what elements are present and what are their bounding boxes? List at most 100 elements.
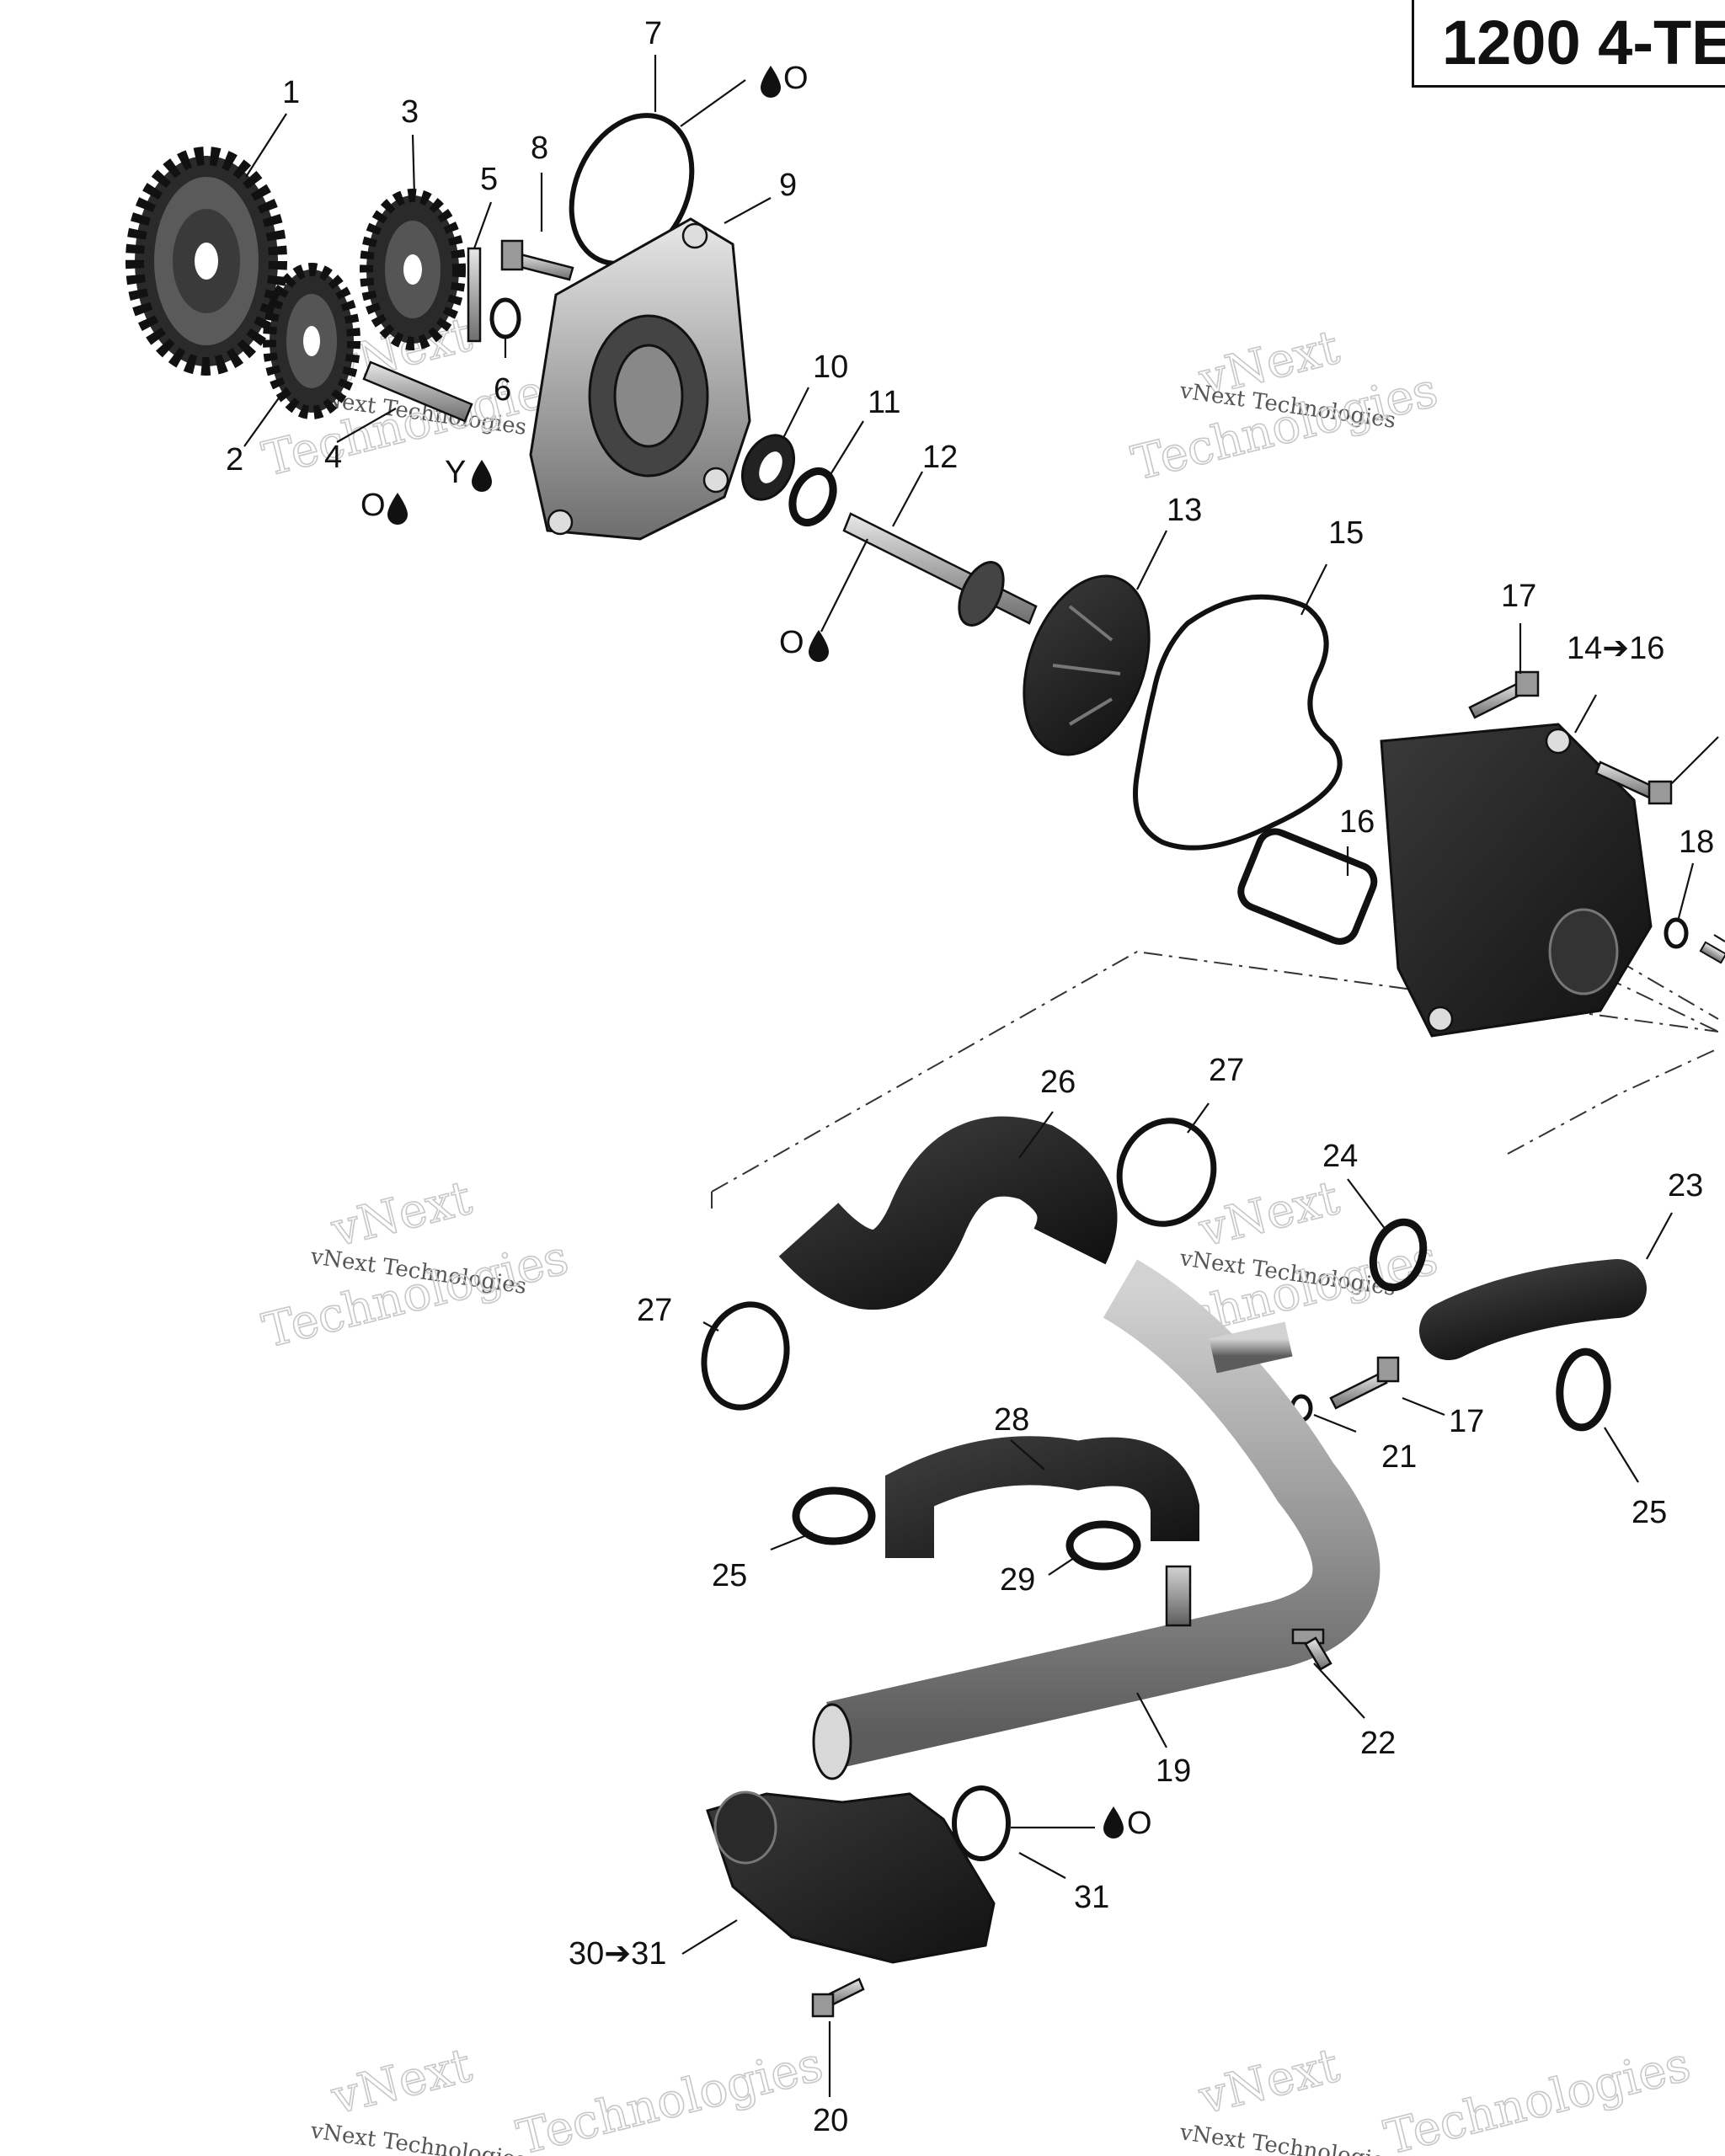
svg-text:vNext Technologies: vNext Technologies — [1178, 2120, 1397, 2156]
part-17-bolt-top — [1468, 670, 1540, 719]
callout-12: 12 — [922, 440, 958, 475]
svg-text:vNext: vNext — [1194, 2038, 1345, 2126]
lube-mark-12: O — [779, 625, 829, 662]
svg-text:O: O — [783, 61, 809, 96]
part-23-hose — [1419, 1259, 1647, 1360]
watermark-bottom-right: vNext vNext Technologies Technologies — [1178, 2036, 1696, 2156]
callout-10: 10 — [813, 350, 848, 385]
drop-icon — [809, 630, 829, 662]
callout-15: 15 — [1328, 515, 1364, 551]
part-bolt-cover — [1594, 760, 1673, 805]
callout-18: 18 — [1679, 825, 1714, 860]
part-5-pin — [467, 247, 482, 343]
watermark-mid-left: vNext vNext Technologies Technologies — [257, 1170, 574, 1359]
callout-16: 16 — [1339, 804, 1375, 840]
callout-26: 26 — [1040, 1065, 1076, 1100]
callout-21: 21 — [1381, 1439, 1417, 1475]
leader-lines — [243, 55, 1725, 2097]
drop-icon — [1103, 1806, 1124, 1838]
part-22-bolt — [1291, 1628, 1332, 1671]
part-16-gasket — [1237, 828, 1378, 945]
callout-19: 19 — [1156, 1753, 1191, 1789]
part-26-s-hose — [778, 1116, 1118, 1310]
callout-1: 1 — [282, 75, 300, 110]
part-6-ring — [489, 297, 521, 339]
part-20-bolt — [811, 1977, 865, 2018]
part-31-o-ring — [952, 1785, 1011, 1861]
drop-icon — [761, 66, 781, 98]
callout-9: 9 — [779, 168, 797, 203]
callout-6: 6 — [494, 372, 511, 408]
callout-27-top: 27 — [1209, 1053, 1244, 1088]
drop-icon — [387, 493, 408, 525]
part-10-seal — [741, 434, 795, 501]
callout-22: 22 — [1360, 1726, 1396, 1761]
svg-text:O: O — [360, 488, 386, 523]
lube-mark-4: O — [360, 488, 408, 525]
callout-11: 11 — [868, 385, 900, 420]
callout-4: 4 — [324, 440, 342, 475]
svg-text:O: O — [1127, 1806, 1152, 1841]
callout-31: 31 — [1074, 1880, 1109, 1915]
svg-text:vNext: vNext — [326, 2038, 478, 2126]
callout-25-right: 25 — [1632, 1495, 1667, 1530]
watermark-bottom-left: vNext vNext Technologies Technologies — [308, 2036, 829, 2156]
lube-mark-6: Y — [445, 455, 492, 492]
model-title: 1200 4-TE — [1442, 8, 1725, 77]
svg-text:vNext: vNext — [326, 1171, 478, 1258]
part-19-pipe-branch — [1209, 1321, 1293, 1374]
model-title-box — [1412, 0, 1725, 88]
part-13-impeller — [1023, 574, 1151, 756]
part-12-pump-shaft — [842, 512, 1038, 627]
part-14-pump-cover — [1380, 723, 1653, 1038]
part-30-thermostat-housing — [706, 1790, 996, 1964]
callout-28: 28 — [994, 1402, 1029, 1438]
callout-20: 20 — [813, 2103, 848, 2138]
part-8-bolt — [500, 239, 574, 281]
watermark-top-right: vNext vNext Technologies Technologies — [1126, 319, 1444, 492]
callout-5: 5 — [480, 162, 498, 197]
part-17-bolt-mid — [1329, 1356, 1400, 1410]
svg-text:Technologies: Technologies — [512, 2037, 828, 2156]
callout-7: 7 — [644, 16, 662, 51]
part-4-shaft — [362, 360, 473, 423]
callout-17-mid: 17 — [1449, 1404, 1484, 1439]
callout-25-left: 25 — [712, 1558, 747, 1593]
part-25-clamp-left — [792, 1486, 876, 1545]
lube-mark-7: O — [761, 61, 809, 98]
svg-text:Technologies: Technologies — [1380, 2037, 1696, 2156]
callout-2: 2 — [226, 442, 243, 478]
part-9-pump-housing — [529, 217, 751, 541]
part-7-o-ring — [569, 113, 695, 266]
callout-30-31: 30➔31 — [569, 1936, 666, 1972]
part-19-nipple — [1165, 1565, 1192, 1627]
part-3-gear — [360, 189, 466, 350]
part-18-bolt — [1699, 941, 1725, 964]
part-2-gear — [263, 263, 360, 419]
callout-8: 8 — [531, 131, 548, 166]
svg-text:vNext: vNext — [1194, 1171, 1345, 1258]
part-25-clamp-right — [1556, 1348, 1611, 1432]
svg-text:Y: Y — [445, 455, 466, 490]
part-28-hose — [885, 1436, 1199, 1558]
drop-icon — [472, 460, 492, 492]
svg-text:vNext Technologies: vNext Technologies — [308, 2118, 528, 2156]
callout-14-16: 14➔16 — [1567, 631, 1664, 666]
part-19-pipe-end — [812, 1703, 852, 1780]
assembly-boundary-lower — [1616, 959, 1719, 1020]
part-27-clamp-left — [701, 1301, 790, 1411]
part-1-gear — [126, 147, 287, 376]
svg-text:O: O — [779, 625, 804, 660]
part-24-clamp — [1369, 1218, 1428, 1292]
lube-mark-31: O — [1103, 1806, 1152, 1841]
callout-29: 29 — [1000, 1562, 1035, 1598]
callout-27-left: 27 — [637, 1293, 672, 1328]
part-29-clamp — [1065, 1520, 1141, 1571]
callout-13: 13 — [1167, 493, 1202, 528]
part-27-clamp-top — [1116, 1118, 1217, 1227]
part-18-washer — [1664, 917, 1689, 949]
callout-17-top: 17 — [1501, 579, 1536, 614]
callout-24: 24 — [1322, 1139, 1358, 1174]
callout-3: 3 — [401, 94, 419, 130]
